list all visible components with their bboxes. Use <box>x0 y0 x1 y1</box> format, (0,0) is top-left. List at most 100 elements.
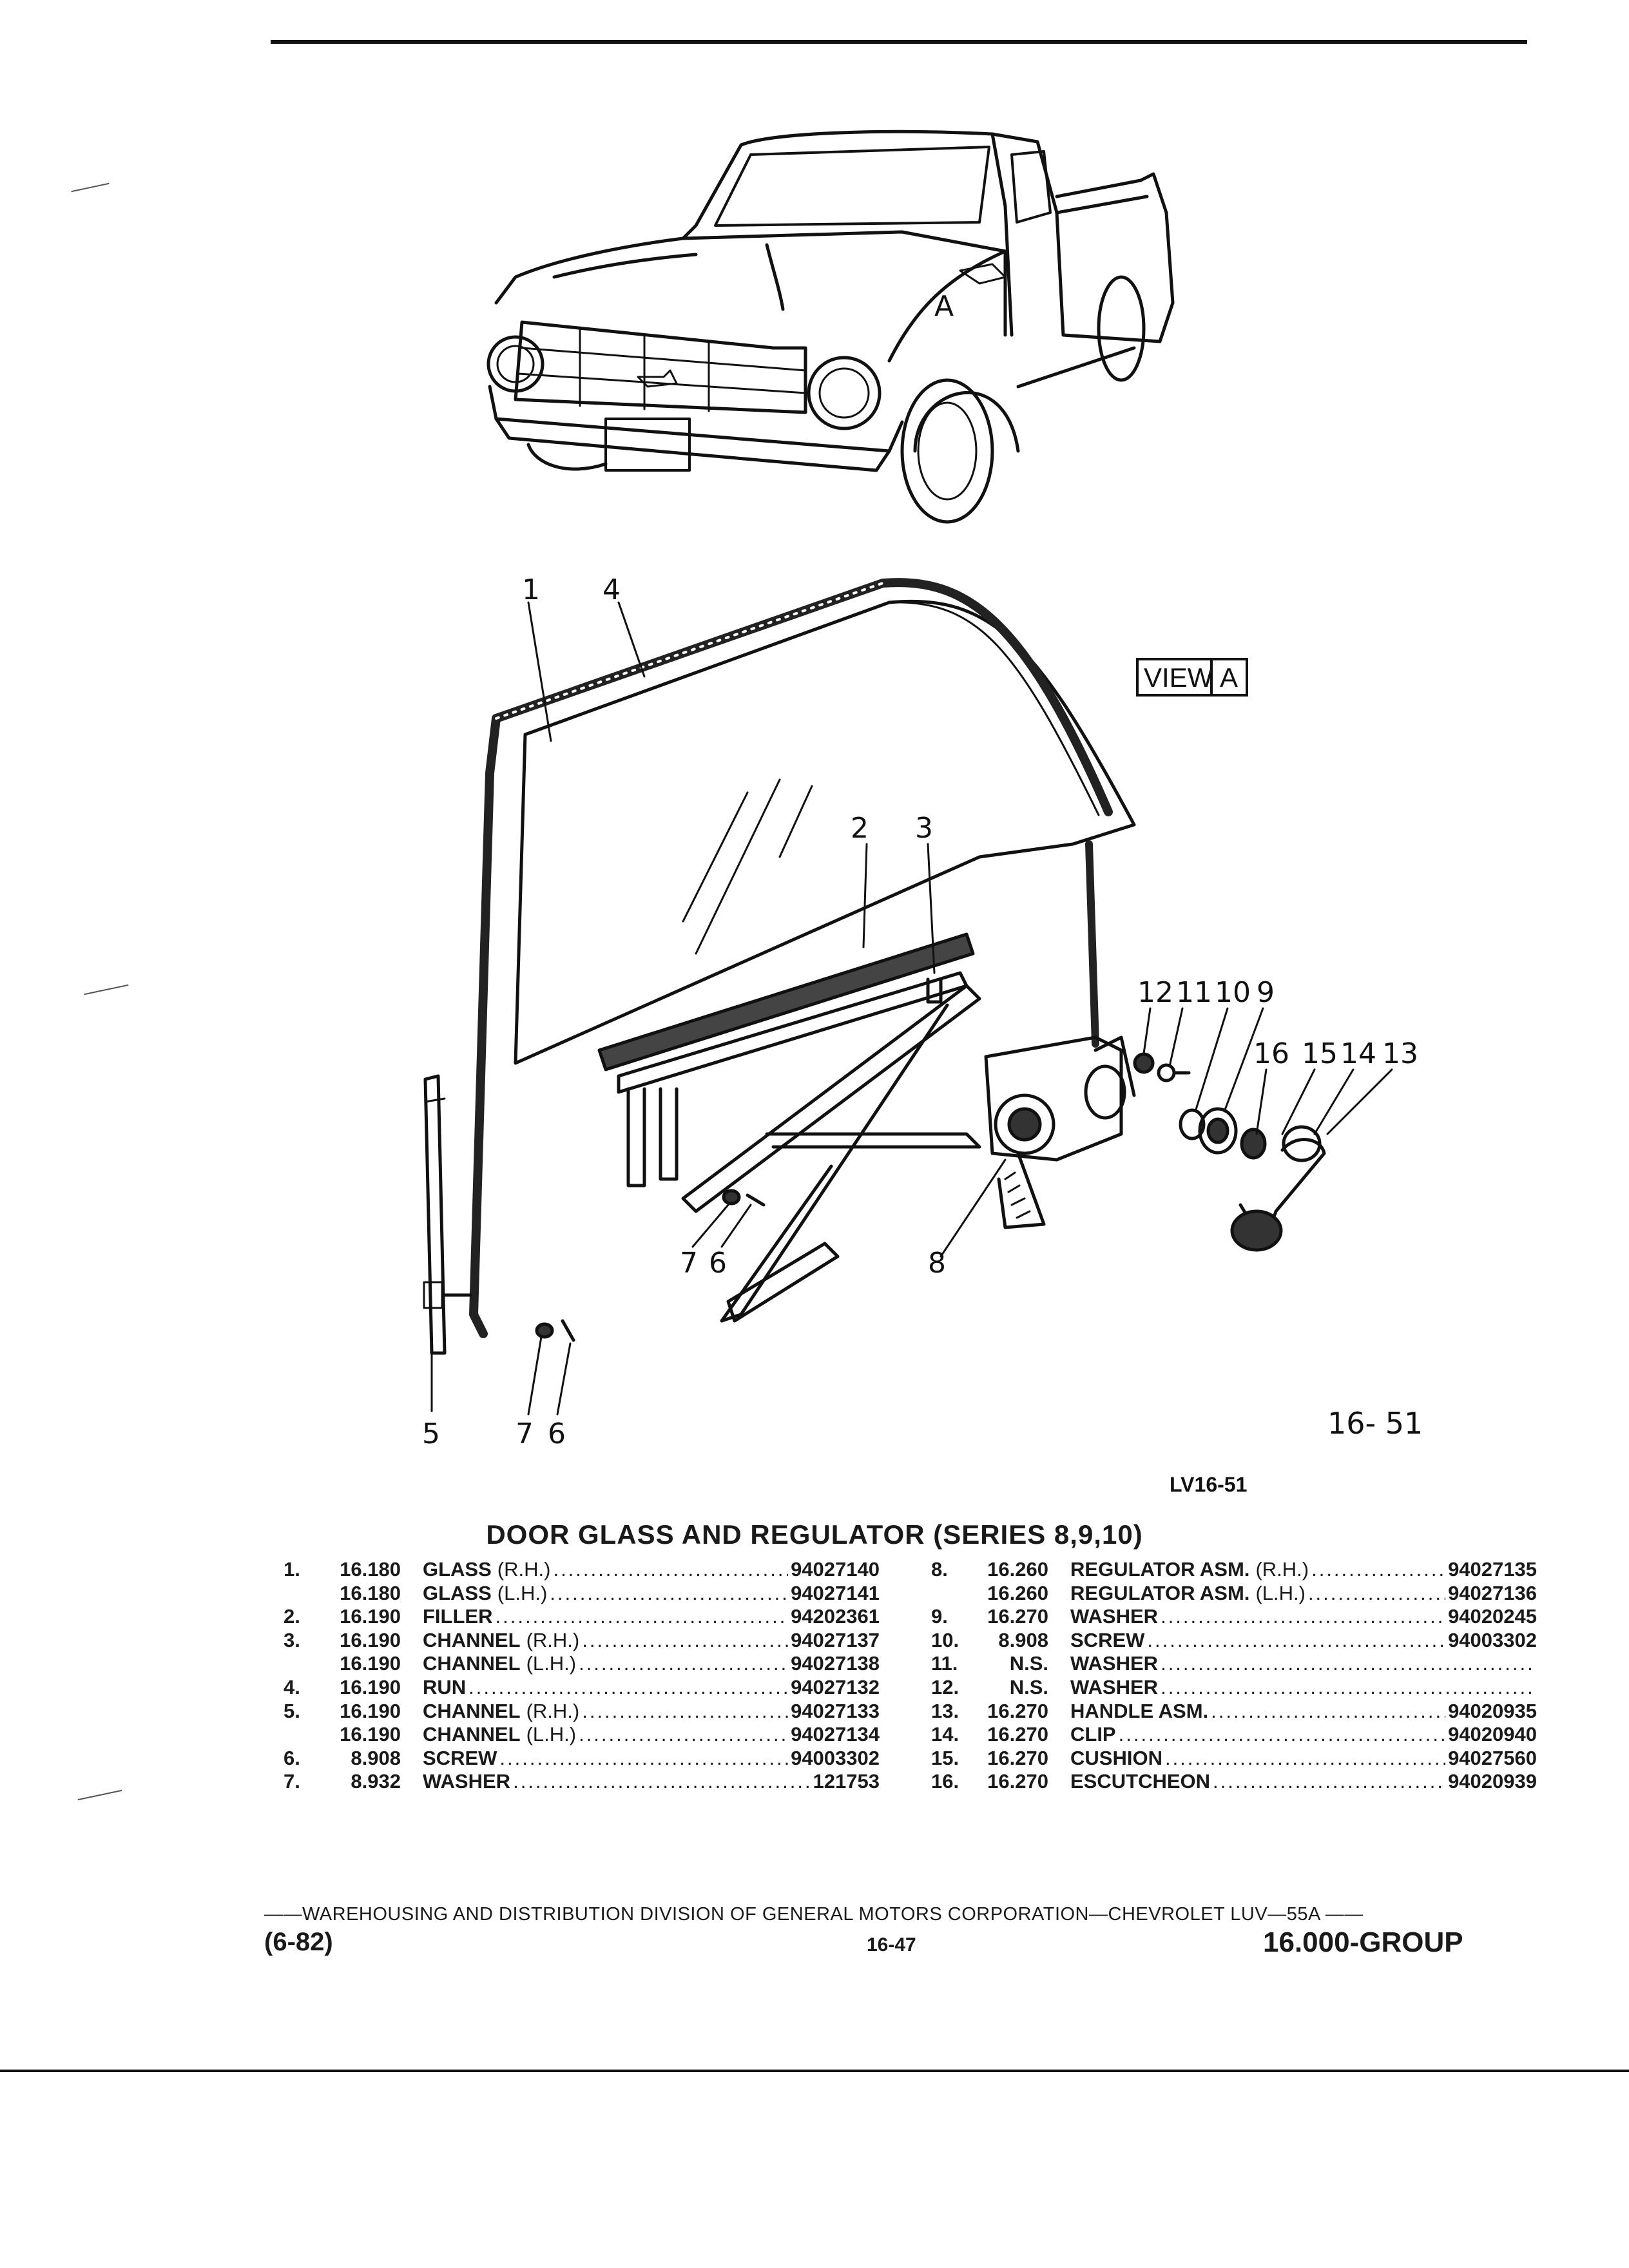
view-label: VIEW <box>1144 662 1213 693</box>
part-description: CHANNEL <box>423 1699 521 1722</box>
dot-leader <box>1147 1629 1445 1653</box>
part-side: (R.H.) <box>497 1558 551 1581</box>
group-number: 16.190 <box>340 1675 401 1698</box>
view-letter: A <box>1220 662 1238 693</box>
part-number: 94027134 <box>791 1723 880 1746</box>
dot-leader <box>1161 1676 1534 1700</box>
dot-leader <box>1311 1558 1445 1582</box>
item-number: 4. <box>284 1675 300 1698</box>
part-description: CLIP <box>1070 1723 1116 1746</box>
dot-leader <box>1211 1700 1445 1724</box>
dot-leader <box>499 1747 788 1771</box>
dot-leader <box>1165 1747 1445 1771</box>
dot-leader <box>553 1558 788 1582</box>
group-number: N.S. <box>1009 1652 1048 1675</box>
group-number: 16.270 <box>987 1605 1048 1628</box>
parts-row: 10.8.908SCREW94003302 <box>931 1629 1537 1653</box>
group-number: 16.270 <box>987 1699 1048 1722</box>
item-number: 6. <box>284 1746 300 1769</box>
group-number: 16.180 <box>340 1558 401 1581</box>
callout-3: 3 <box>915 812 933 845</box>
dot-leader <box>496 1605 789 1629</box>
parts-row: 2.16.190FILLER94202361 <box>284 1605 880 1629</box>
part-description: FILLER <box>423 1605 493 1628</box>
dot-leader <box>513 1770 810 1794</box>
dot-leader <box>1119 1723 1445 1747</box>
group-number: 16.190 <box>340 1699 401 1722</box>
part-side: (R.H.) <box>1255 1558 1309 1581</box>
parts-row: 11. N.S. WASHER <box>931 1652 1537 1676</box>
item-number: 2. <box>284 1605 300 1628</box>
item-number: 8. <box>931 1558 948 1581</box>
item-number: 7. <box>284 1770 300 1793</box>
regulator-arm <box>681 984 981 1213</box>
glass-run <box>492 578 1113 816</box>
door-glass-diagram: A VIEW A <box>422 130 1423 1496</box>
part-number: 94027140 <box>791 1558 880 1581</box>
item-number: 10. <box>931 1628 959 1651</box>
parts-row: 9.16.270WASHER94020245 <box>931 1605 1537 1629</box>
callout-12: 12 <box>1137 976 1173 1009</box>
part-description: WASHER <box>1070 1675 1159 1698</box>
regulator-plate <box>984 1035 1123 1162</box>
section-title: DOOR GLASS AND REGULATOR (SERIES 8,9,10) <box>486 1519 1143 1550</box>
truck-view-letter: A <box>934 290 954 323</box>
part-number: 94027137 <box>791 1628 880 1651</box>
footer-page-number: 16-47 <box>867 1934 916 1956</box>
footer-group: 16.000-GROUP <box>1263 1927 1463 1958</box>
parts-row: 12.N.S.WASHER <box>931 1676 1537 1700</box>
item-number: 5. <box>284 1699 300 1722</box>
view-letter-box <box>1210 658 1248 697</box>
group-number: 8.908 <box>351 1746 401 1769</box>
callout-7: 7 <box>680 1247 698 1280</box>
part-number: 94027133 <box>791 1699 880 1722</box>
part-number: 94027135 <box>1448 1558 1537 1581</box>
dot-leader <box>579 1652 788 1676</box>
dot-leader <box>582 1629 788 1653</box>
callout-2: 2 <box>851 812 869 845</box>
callout-14: 14 <box>1340 1037 1376 1070</box>
part-side: (L.H.) <box>1255 1581 1306 1604</box>
parts-list-right: 8. 16.260 REGULATOR ASM.(R.H.) 94027135 16.2… <box>931 1558 1537 1794</box>
scan-mark <box>77 1789 122 1801</box>
part-number: 94020935 <box>1448 1699 1537 1722</box>
item-number: 9. <box>931 1605 948 1628</box>
group-number: 16.190 <box>340 1605 401 1628</box>
callout-4: 4 <box>602 573 621 606</box>
callout-11: 11 <box>1176 976 1212 1009</box>
item-number: 3. <box>284 1628 300 1651</box>
part-description: GLASS <box>423 1558 492 1581</box>
dot-leader <box>579 1723 788 1747</box>
part-description: CHANNEL <box>423 1628 521 1651</box>
part-side: (L.H.) <box>497 1581 548 1604</box>
part-description: WASHER <box>423 1770 511 1793</box>
part-description: SCREW <box>1070 1628 1145 1651</box>
top-rule <box>271 40 1527 44</box>
callout-8: 8 <box>928 1247 946 1280</box>
footer-date: (6-82) <box>264 1928 333 1956</box>
dot-leader <box>1213 1770 1445 1794</box>
callout-16: 16 <box>1253 1037 1289 1070</box>
group-number: 16.190 <box>340 1652 401 1675</box>
part-side: (L.H.) <box>526 1723 577 1746</box>
part-description: WASHER <box>1070 1652 1159 1675</box>
part-description: CHANNEL <box>423 1652 521 1675</box>
dot-leader <box>1161 1652 1534 1676</box>
group-number: 16.270 <box>987 1746 1048 1769</box>
dot-leader <box>468 1676 788 1700</box>
callout-9: 9 <box>1257 976 1275 1009</box>
callout-15: 15 <box>1302 1037 1338 1070</box>
item-number: 11. <box>931 1652 958 1675</box>
group-number: 16.260 <box>987 1581 1048 1604</box>
door-parts-exploded <box>423 578 1393 1416</box>
group-number: 8.932 <box>351 1770 401 1793</box>
part-side: (R.H.) <box>526 1628 580 1651</box>
part-description: GLASS <box>423 1581 492 1604</box>
item-number: 1. <box>284 1558 300 1581</box>
part-description: REGULATOR ASM. <box>1070 1581 1250 1604</box>
part-description: ESCUTCHEON <box>1070 1770 1211 1793</box>
item-number: 13. <box>931 1699 959 1722</box>
